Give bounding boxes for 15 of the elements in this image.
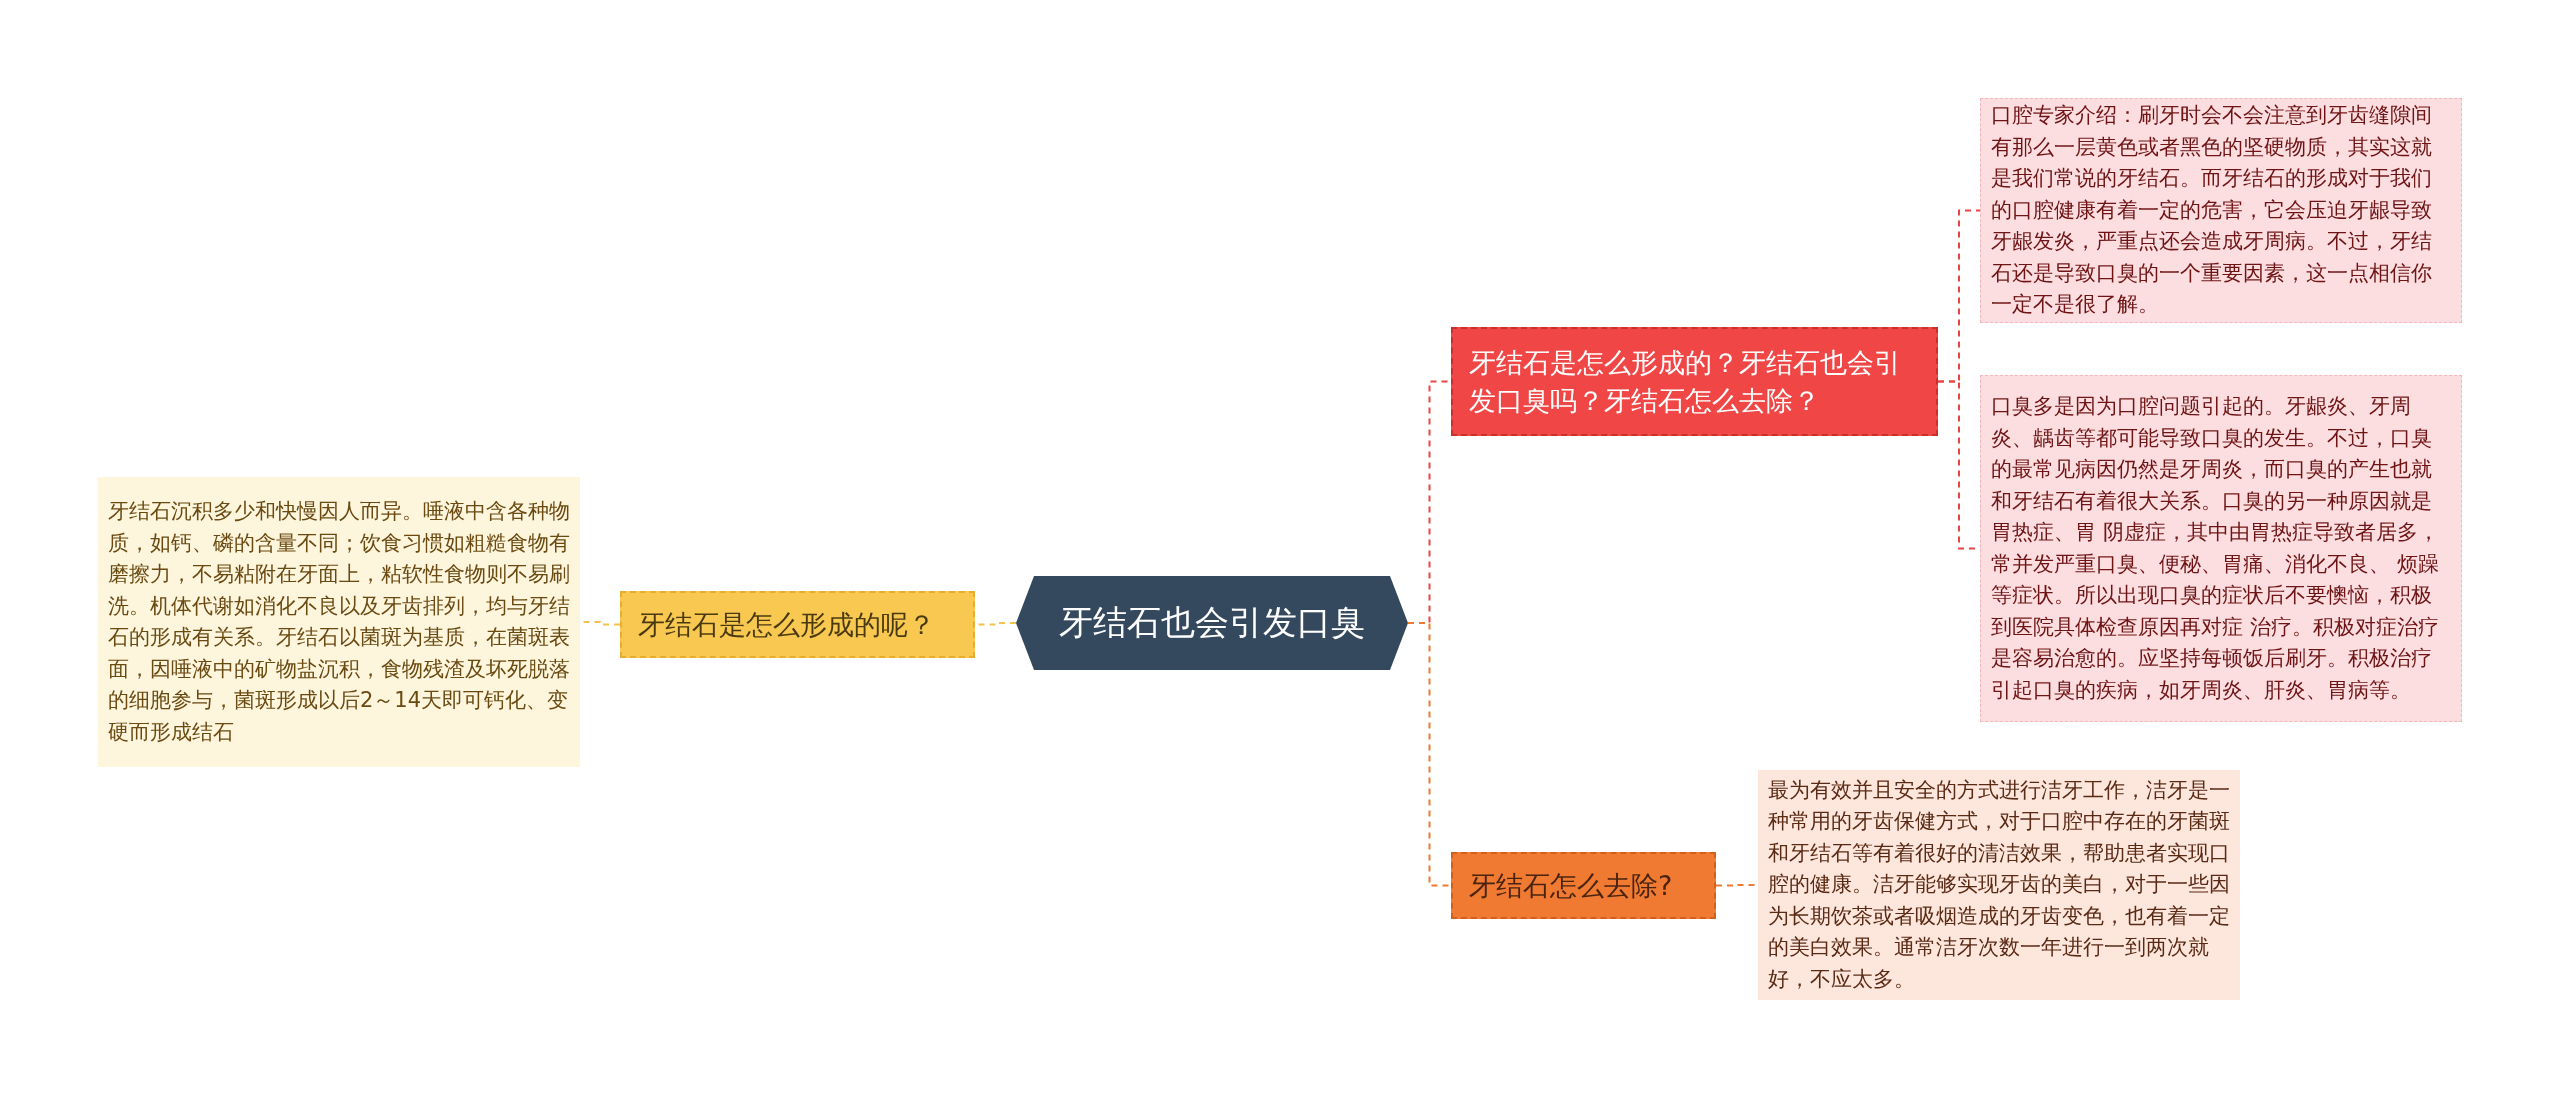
note-card xyxy=(1980,375,2462,722)
note-text: 口臭多是因为口腔问题引起的。牙龈炎、牙周炎、龋齿等都可能导致口臭的发生。不过，口臭的最常见病因仍然是牙周炎，而口臭的产生也就和牙结石有着很大关系。口臭的另一种原因就是胃热症、胃 阴虚症，其中由胃热症导致者居多，常并发严重口臭、便秘、胃痛、消化不良、 烦躁等症状。所以出现口臭的症状后不要懊恼，积极到医院具体检查原因再对症 治疗。积极对症治疗是容易治愈的。应坚持每顿饭后刷牙。积极治疗引起口臭的疾病，如牙周炎、肝炎、胃病等。 xyxy=(1991,393,2440,704)
note-text: 牙结石沉积多少和快慢因人而异。唾液中含各种物质，如钙、磷的含量不同；饮食习惯如粗糙食物有磨擦力，不易粘附在牙面上，粘软性食物则不易刷洗。机体代谢如消化不良以及牙齿排列，均与牙结石的形成有关系。牙结石以菌斑为基质，在菌斑表面，因唾液中的矿物盐沉积，食物残渣及坏死脱落的细胞参与，菌斑形成以后2～14天即可钙化、变硬而形成结石 xyxy=(108,498,570,746)
topic-box xyxy=(620,591,975,658)
topic-text: 牙结石也会引发口臭 xyxy=(1058,601,1366,645)
topic-text: 牙结石是怎么形成的呢？ xyxy=(638,607,936,642)
note-text: 口腔专家介绍：刷牙时会不会注意到牙齿缝隙间有那么一层黄色或者黑色的坚硬物质，其实这就是我们常说的牙结石。而牙结石的形成对于我们的口腔健康有着一定的危害，它会压迫牙龈导致牙龈发炎，严重点还会造成牙周病。不过，牙结石还是导致口臭的一个重要因素，这一点相信你一定不是很了解。 xyxy=(1991,102,2433,319)
topic-text: 牙结石怎么去除? xyxy=(1469,868,1674,903)
note-card xyxy=(98,477,580,767)
note-text: 最为有效并且安全的方式进行洁牙工作，洁牙是一种常用的牙齿保健方式，对于口腔中存在的牙菌斑和牙结石等有着很好的清洁效果，帮助患者实现口腔的健康。洁牙能够实现牙齿的美白，对于一些因为长期饮茶或者吸烟造成的牙齿变色，也有着一定的美白效果。通常洁牙次数一年进行一到两次就好，不应太多。 xyxy=(1768,776,2230,993)
connector-line xyxy=(1407,622,1452,887)
topic-box xyxy=(1451,327,1938,436)
topic-box xyxy=(1451,852,1716,919)
central-topic-hexagon xyxy=(1016,576,1408,670)
topic-text: 牙结石是怎么形成的？牙结石也会引发口臭吗？牙结石怎么去除？ xyxy=(1469,345,1902,418)
